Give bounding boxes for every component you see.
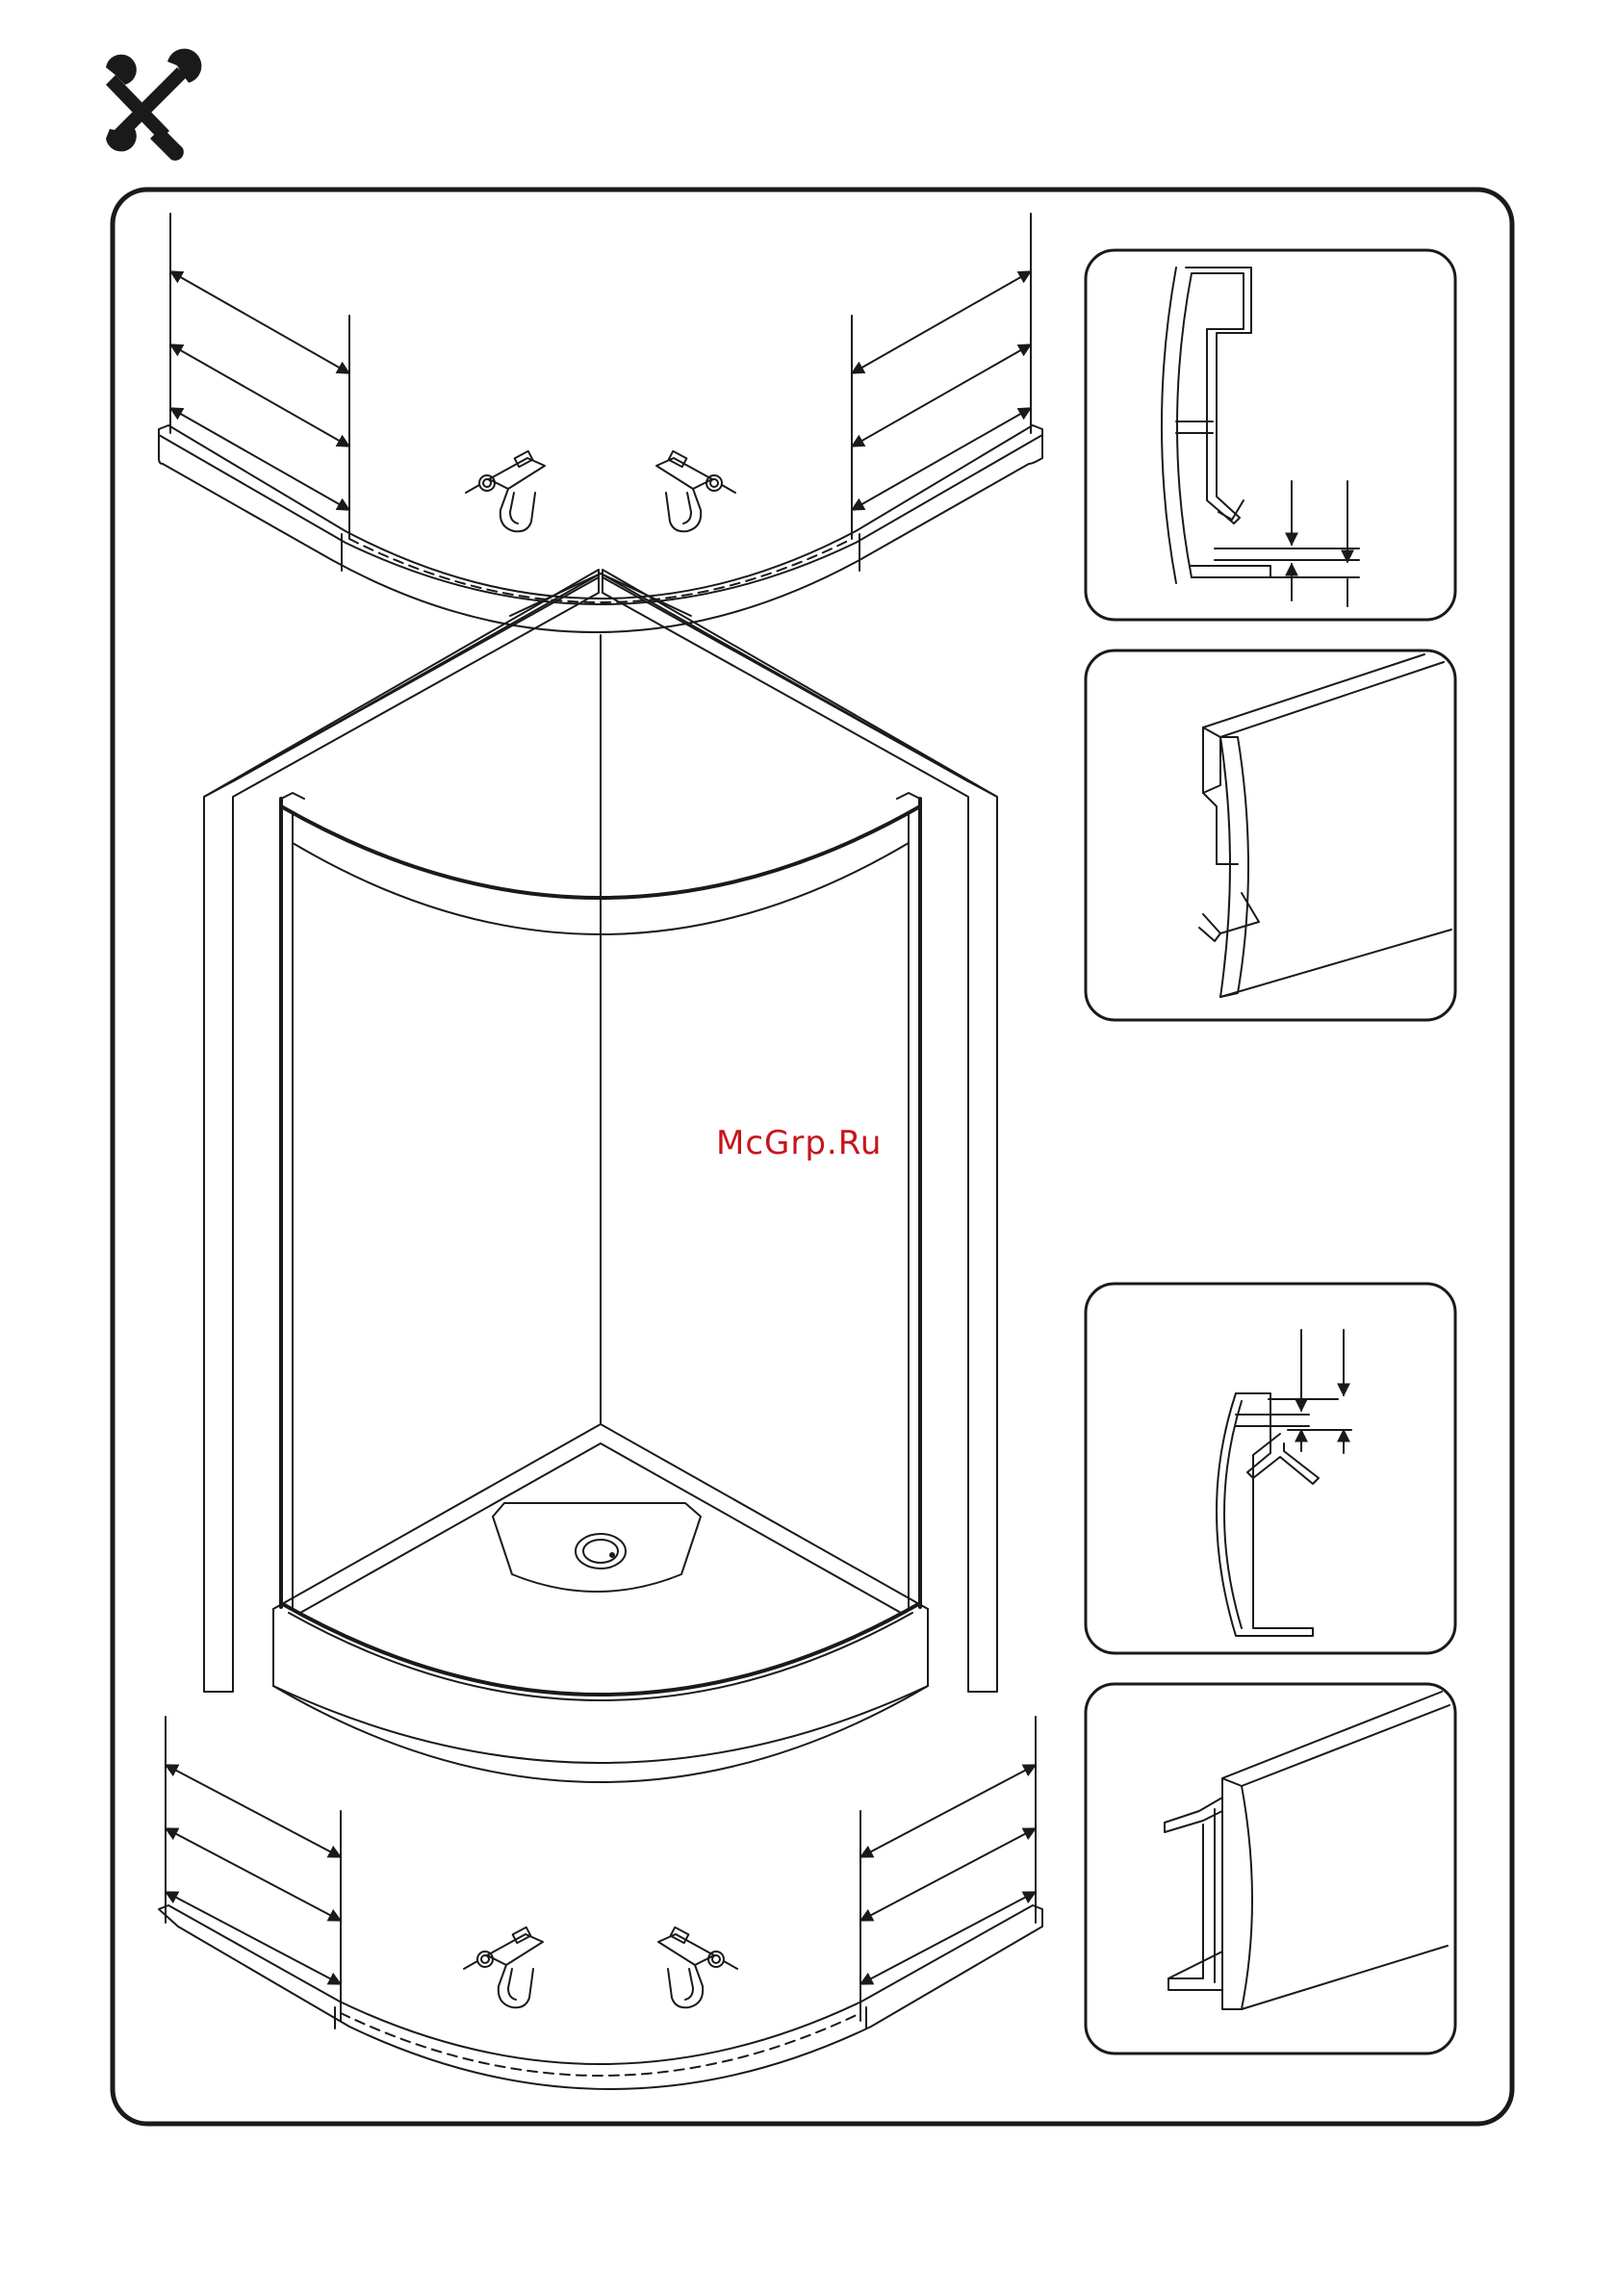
bottom-profile-assembly xyxy=(159,1717,1042,2089)
drill-icon xyxy=(658,1927,737,2007)
profile-perspective-top xyxy=(1086,651,1455,1020)
drill-icon xyxy=(464,1927,543,2007)
tools-icon xyxy=(106,49,201,161)
top-profile-assembly xyxy=(159,214,1042,632)
profile-cross-section-bottom xyxy=(1086,1284,1455,1653)
profile-perspective-bottom xyxy=(1086,1684,1455,2054)
drill-icon xyxy=(466,451,545,531)
shower-enclosure xyxy=(204,570,997,1782)
watermark-text: McGrp.Ru xyxy=(716,1124,882,1162)
profile-cross-section-top xyxy=(1086,250,1455,620)
drill-icon xyxy=(656,451,735,531)
